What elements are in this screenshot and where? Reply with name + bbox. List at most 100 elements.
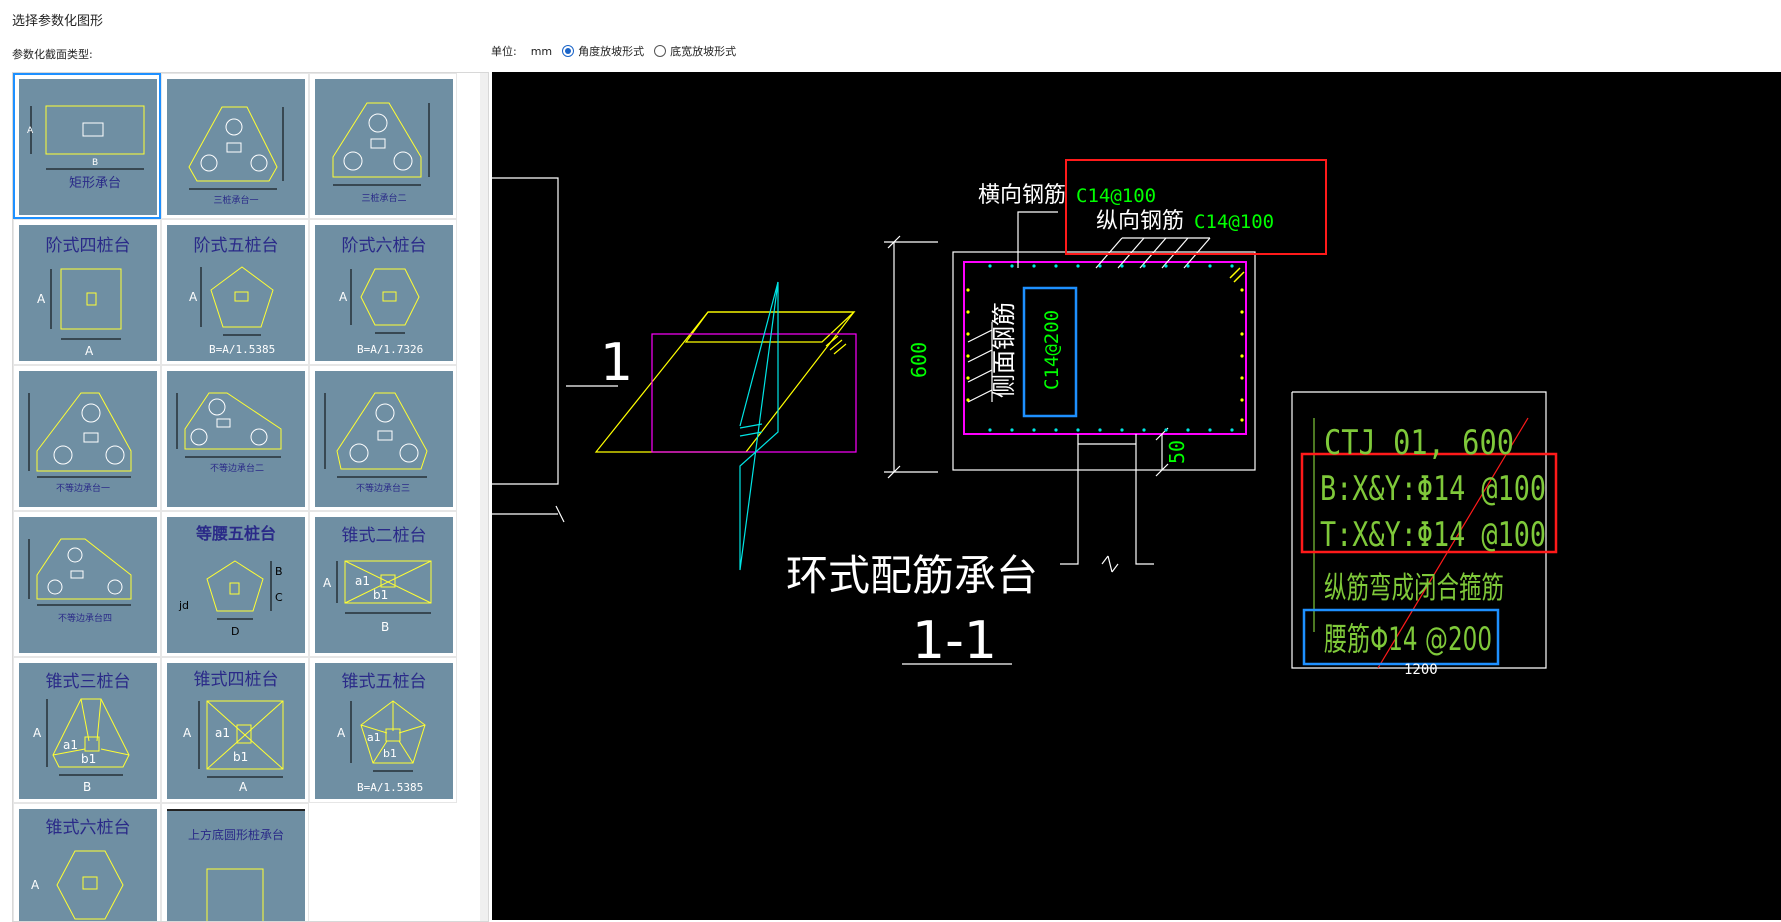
thumb-dim-a: A (37, 292, 46, 306)
thumb-cone-five-pile[interactable]: 锥式五桩台 A a1 b1 B=A/1.5385 (309, 657, 457, 803)
thumb-title: 锥式六桩台 (46, 818, 131, 838)
thumb-title: 阶式六桩台 (342, 236, 427, 256)
section-type-label: 参数化截面类型: (12, 48, 93, 61)
cad-drawing: 1 环式配筋承台 1-1 横向钢筋 C14@100 纵向钢筋 C14@100 侧… (492, 159, 1558, 678)
note-line-2: B:X&Y:Φ14 @100 (1320, 469, 1546, 509)
radio-angle-slope[interactable]: 角度放坡形式 (562, 43, 644, 59)
thumb-step-six-pile[interactable]: 阶式六桩台 A B=A/1.7326 (309, 219, 457, 365)
thumb-dim-a: A (323, 576, 332, 590)
thumb-title: 不等边承台一 (56, 482, 110, 494)
thumb-three-pile-2-preview: 三桩承台二 (315, 79, 453, 215)
thumb-dim-a: A (85, 344, 94, 358)
radio-checked-icon (562, 45, 575, 57)
section-mark: 1 (600, 333, 633, 393)
radio-width-slope-label: 底宽放坡形式 (670, 45, 737, 58)
thumb-unequal-2[interactable]: 不等边承台二 (161, 365, 309, 511)
longitudinal-rebar-label: 纵向钢筋 (1096, 209, 1184, 234)
thumb-title: 不等边承台三 (356, 482, 410, 494)
thumb-isosceles-five-pile[interactable]: 等腰五桩台 B C jd D (161, 511, 309, 657)
transverse-rebar-value: C14@100 (1076, 185, 1156, 207)
thumb-dim-d: D (231, 625, 239, 638)
thumb-title: 锥式五桩台 (342, 672, 427, 692)
thumb-title: 上方底圆形桩承台 (188, 827, 284, 842)
thumb-formula: B=A/1.7326 (357, 343, 423, 356)
thumb-dim-a1: a1 (215, 726, 230, 740)
thumb-step-five-pile-preview: 阶式五桩台 A B=A/1.5385 (167, 225, 305, 361)
thumb-dim-a: A (183, 726, 192, 740)
thumb-step-five-pile[interactable]: 阶式五桩台 A B=A/1.5385 (161, 219, 309, 365)
thumb-cone-five-pile-preview: 锥式五桩台 A a1 b1 B=A/1.5385 (315, 663, 453, 799)
section-title: 1-1 (912, 611, 997, 671)
thumb-round-top-cap[interactable]: 上方底圆形桩承台 (161, 803, 309, 921)
note-line-1: CTJ 01, 600 (1324, 423, 1514, 463)
thumb-unequal-2-preview: 不等边承台二 (167, 371, 305, 507)
unit-value: mm (530, 44, 553, 58)
thumb-isosceles-five-pile-preview: 等腰五桩台 B C jd D (167, 517, 305, 653)
thumb-cone-three-pile-preview: 锥式三桩台 A a1 b1 B (19, 663, 157, 799)
thumb-unequal-3-preview: 不等边承台三 (315, 371, 453, 507)
thumb-three-pile-1-preview: 三桩承台一 (167, 79, 305, 215)
note-line-4: 纵筋弯成闭合箍筋 (1324, 571, 1504, 606)
thumb-cone-six-pile-preview: 锥式六桩台 A (19, 809, 157, 921)
longitudinal-rebar-value: C14@100 (1194, 211, 1274, 233)
thumb-title: 不等边承台四 (58, 612, 112, 624)
unit-label: 单位: (491, 45, 517, 58)
thumb-title: 锥式三桩台 (46, 672, 131, 692)
thumb-dim-a: A (31, 878, 40, 892)
thumbnail-scrollbar[interactable] (480, 73, 488, 921)
thumb-dim-a1: a1 (63, 738, 78, 752)
thumb-cone-two-pile-preview: 锥式二桩台 A a1 b1 B (315, 517, 453, 653)
thumb-title: 阶式四桩台 (46, 236, 131, 256)
thumb-dim-b1: b1 (81, 752, 96, 766)
thumb-formula: B=A/1.5385 (357, 781, 423, 794)
thumb-dim-a: A (239, 780, 248, 794)
thumb-unequal-4[interactable]: 不等边承台四 (13, 511, 161, 657)
thumb-dim-c: C (275, 591, 283, 604)
thumb-title: 矩形承台 (69, 176, 121, 191)
thumb-title: 不等边承台二 (210, 462, 264, 474)
thumb-dim-a: A (337, 726, 346, 740)
thumb-dim-a: A (339, 290, 348, 304)
unit-bar: 单位: mm 角度放坡形式 底宽放坡形式 (491, 43, 746, 59)
thumb-step-four-pile[interactable]: 阶式四桩台 A A (13, 219, 161, 365)
note-line-3: T:X&Y:Φ14 @100 (1320, 515, 1546, 555)
thumb-unequal-1[interactable]: 不等边承台一 (13, 365, 161, 511)
side-rebar-label: 侧面钢筋 (990, 302, 1018, 398)
thumb-dim-a: A (189, 290, 198, 304)
thumb-title: 三桩承台一 (213, 194, 258, 206)
thumbnail-panel[interactable]: A B 矩形承台 三桩承台一 (12, 72, 489, 922)
thumb-dim-a: A (27, 126, 34, 136)
thumb-title: 等腰五桩台 (195, 524, 276, 543)
radio-angle-slope-label: 角度放坡形式 (578, 45, 645, 58)
thumb-dim-a1: a1 (355, 574, 370, 588)
thumb-cone-six-pile[interactable]: 锥式六桩台 A (13, 803, 161, 921)
thumb-dim-b1: b1 (233, 750, 248, 764)
radio-width-slope[interactable]: 底宽放坡形式 (654, 43, 736, 59)
radio-unchecked-icon (654, 45, 667, 57)
thumb-round-top-cap-preview: 上方底圆形桩承台 (167, 809, 305, 921)
thumb-title: 锥式四桩台 (194, 670, 279, 690)
thumb-formula: B=A/1.5385 (209, 343, 275, 356)
note-partial-text: 1200 (1404, 662, 1438, 678)
cad-preview-canvas: 1 环式配筋承台 1-1 横向钢筋 C14@100 纵向钢筋 C14@100 侧… (492, 72, 1781, 920)
thumb-rect-cap-preview: A B 矩形承台 (19, 79, 157, 215)
thumb-unequal-3[interactable]: 不等边承台三 (309, 365, 457, 511)
thumb-cone-two-pile[interactable]: 锥式二桩台 A a1 b1 B (309, 511, 457, 657)
thumb-cone-four-pile[interactable]: 锥式四桩台 A a1 b1 A (161, 657, 309, 803)
thumb-unequal-4-preview: 不等边承台四 (19, 517, 157, 653)
thumb-cone-three-pile[interactable]: 锥式三桩台 A a1 b1 B (13, 657, 161, 803)
thumb-rect-cap[interactable]: A B 矩形承台 (13, 73, 161, 219)
dim-height: 600 (907, 342, 931, 378)
thumb-three-pile-1[interactable]: 三桩承台一 (161, 73, 309, 219)
thumb-dim-a1: a1 (367, 731, 381, 744)
thumb-dim-jd: jd (178, 599, 189, 612)
dialog-title: 选择参数化图形 (12, 14, 104, 29)
thumb-three-pile-2[interactable]: 三桩承台二 (309, 73, 457, 219)
thumb-dim-b1: b1 (383, 747, 397, 760)
thumb-dim-b: B (275, 565, 283, 578)
thumb-step-four-pile-preview: 阶式四桩台 A A (19, 225, 157, 361)
thumb-dim-b: B (381, 620, 389, 634)
thumb-dim-b: B (92, 158, 98, 168)
transverse-rebar-label: 横向钢筋 (978, 183, 1066, 208)
note-line-5: 腰筋Φ14 @200 (1324, 620, 1492, 658)
